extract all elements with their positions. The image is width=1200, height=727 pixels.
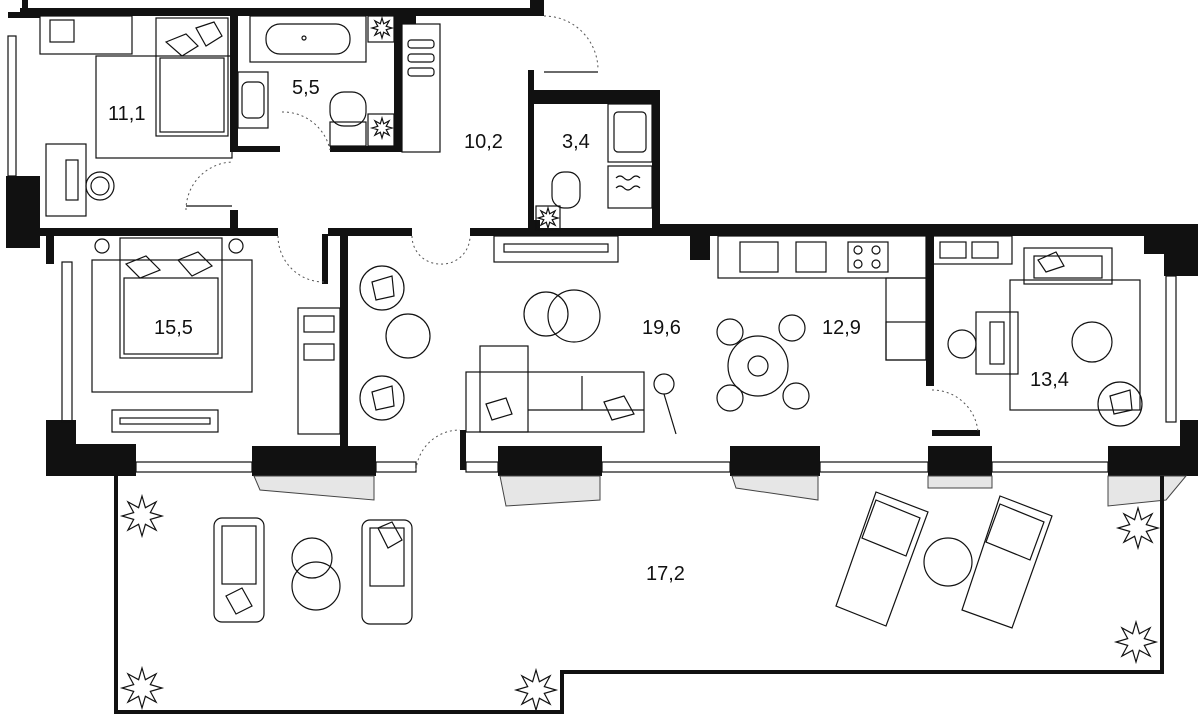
doors — [185, 15, 979, 471]
wc-furniture — [535, 103, 653, 231]
plant-icon — [513, 667, 559, 713]
plant-icon — [369, 115, 395, 141]
dining-table-icon — [716, 314, 810, 412]
armchair-icon — [1097, 381, 1143, 427]
coffee-table-icon — [523, 291, 569, 337]
toilet-icon — [329, 91, 367, 127]
plant-icon — [119, 493, 165, 539]
plant-icon — [1115, 505, 1161, 551]
room-area-bedroom-1: 11,1 — [108, 103, 145, 125]
sink-icon — [237, 71, 269, 129]
sofa-icon — [465, 345, 645, 433]
wardrobe-icon — [401, 23, 441, 153]
bed-icon — [155, 17, 229, 137]
terrace-outline — [114, 476, 1164, 714]
desk-icon — [975, 311, 1019, 375]
toilet-icon — [551, 171, 581, 209]
walls — [6, 0, 1198, 476]
plants — [119, 15, 1161, 713]
desk-icon — [45, 143, 87, 217]
coffee-table-icon — [385, 313, 431, 359]
living-furniture — [359, 235, 677, 435]
wardrobe-icon — [297, 307, 341, 435]
windows — [7, 35, 1188, 507]
coffee-table-icon — [923, 537, 973, 587]
kitchen-furniture — [716, 235, 927, 412]
plant-icon — [1113, 619, 1159, 665]
room-area-wc: 3,4 — [562, 131, 590, 153]
sink-icon — [607, 103, 653, 163]
sink-icon — [739, 241, 779, 273]
room-area-bathroom: 5,5 — [292, 77, 320, 99]
room-area-bedroom-3: 13,4 — [1030, 369, 1069, 391]
bedroom-1-furniture — [39, 15, 233, 217]
plant-icon — [369, 15, 395, 41]
sun-lounger-icon — [835, 491, 1053, 629]
bed-icon — [119, 237, 223, 359]
stove-icon — [847, 241, 889, 273]
coffee-table-icon — [291, 537, 333, 579]
bedroom-2-furniture — [91, 237, 341, 435]
room-area-living-room: 19,6 — [642, 317, 681, 339]
room-area-hallway: 10,2 — [464, 131, 503, 153]
plant-icon — [535, 205, 561, 231]
wardrobe-icon — [39, 15, 133, 55]
area-labels: 11,1 5,5 10,2 3,4 15,5 19,6 12,9 13,4 17… — [108, 77, 1069, 585]
bathroom-furniture — [237, 15, 441, 153]
sofa-icon — [1023, 247, 1113, 285]
armchair-icon — [947, 329, 977, 359]
armchair-icon — [85, 171, 115, 201]
terrace-furniture — [213, 491, 1053, 629]
bedroom-3-furniture — [931, 235, 1143, 427]
room-area-terrace: 17,2 — [646, 563, 685, 585]
room-area-bedroom-2: 15,5 — [154, 317, 193, 339]
room-area-kitchen: 12,9 — [822, 317, 861, 339]
armchair-icon — [359, 265, 405, 421]
coffee-table-icon — [1071, 321, 1113, 363]
bathtub-icon — [249, 15, 367, 63]
sun-lounger-icon — [213, 517, 413, 625]
plant-icon — [119, 665, 165, 711]
